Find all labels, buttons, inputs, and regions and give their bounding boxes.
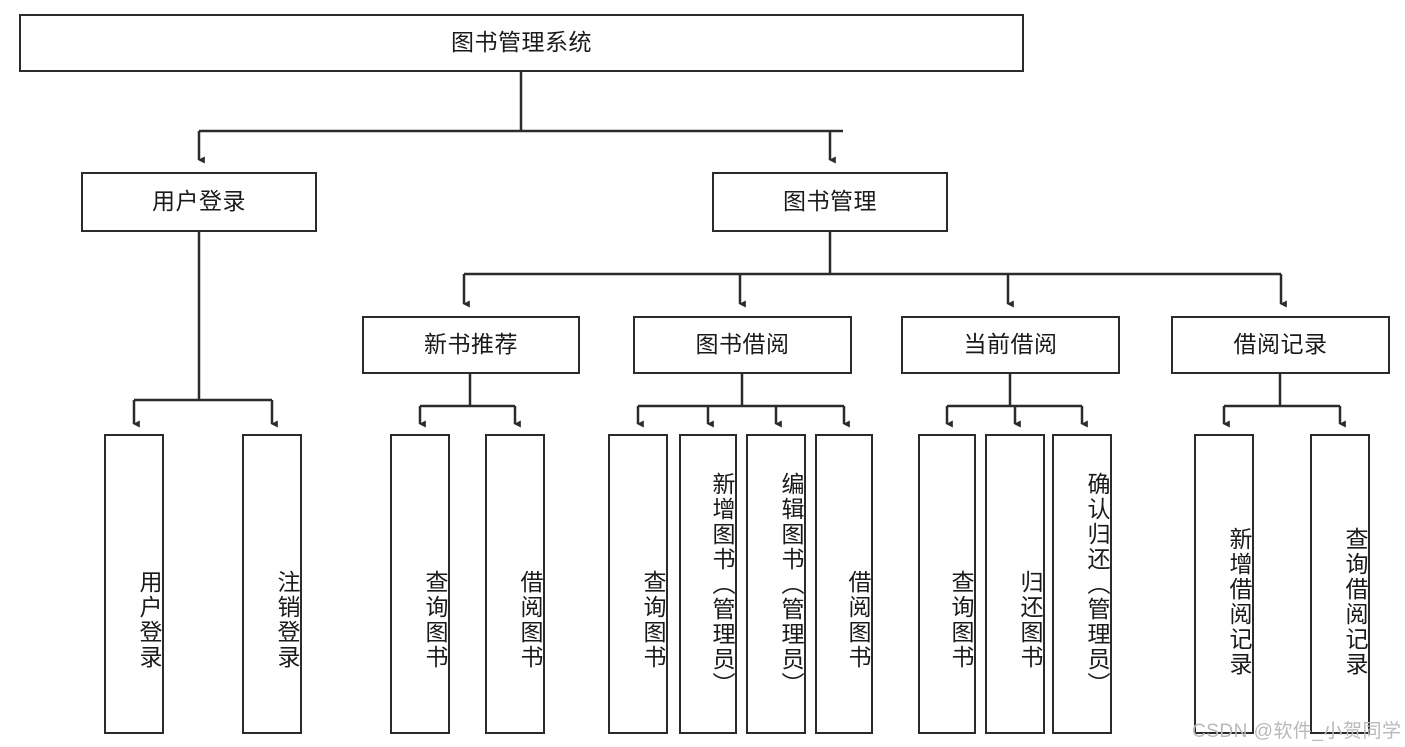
node-book-borrow-label: 图书借阅 <box>695 331 790 358</box>
leaf-return-book-label: 归还图书 <box>1017 570 1043 670</box>
leaf-edit-book-admin-label: 编辑图书（管理员） <box>778 471 804 697</box>
leaf-add-borrow-record-label: 新增借阅记录 <box>1226 527 1252 677</box>
leaf-return-book[interactable]: 归还图书 <box>985 434 1045 734</box>
leaf-borrow-book-bor-label: 借阅图书 <box>845 570 871 670</box>
leaf-add-book-admin[interactable]: 新增图书（管理员） <box>679 434 737 734</box>
node-user-login-label: 用户登录 <box>152 188 246 215</box>
leaf-add-borrow-record[interactable]: 新增借阅记录 <box>1194 434 1254 734</box>
leaf-query-book-bor-label: 查询图书 <box>640 570 666 670</box>
leaf-add-book-admin-label: 新增图书（管理员） <box>709 471 735 697</box>
leaf-query-borrow-record[interactable]: 查询借阅记录 <box>1310 434 1370 734</box>
leaf-borrow-book-rec[interactable]: 借阅图书 <box>485 434 545 734</box>
node-new-book-recommend[interactable]: 新书推荐 <box>362 316 580 374</box>
node-user-login[interactable]: 用户登录 <box>81 172 317 232</box>
leaf-query-book-rec-label: 查询图书 <box>422 570 448 670</box>
leaf-edit-book-admin[interactable]: 编辑图书（管理员） <box>746 434 806 734</box>
node-new-book-recommend-label: 新书推荐 <box>424 331 518 358</box>
node-root[interactable]: 图书管理系统 <box>19 14 1024 72</box>
leaf-query-borrow-record-label: 查询借阅记录 <box>1342 527 1368 677</box>
node-book-manage-label: 图书管理 <box>783 188 877 215</box>
watermark: CSDN @软件_小贺同学 <box>1192 721 1402 742</box>
leaf-query-book-rec[interactable]: 查询图书 <box>390 434 450 734</box>
leaf-user-login-label: 用户登录 <box>136 570 162 670</box>
node-current-borrow-label: 当前借阅 <box>963 331 1058 358</box>
node-book-manage[interactable]: 图书管理 <box>712 172 948 232</box>
leaf-logout-login-label: 注销登录 <box>274 570 300 670</box>
node-root-label: 图书管理系统 <box>451 29 592 56</box>
leaf-logout-login[interactable]: 注销登录 <box>242 434 302 734</box>
leaf-user-login[interactable]: 用户登录 <box>104 434 164 734</box>
node-borrow-record-label: 借阅记录 <box>1233 331 1328 358</box>
leaf-query-book-bor[interactable]: 查询图书 <box>608 434 668 734</box>
node-borrow-record[interactable]: 借阅记录 <box>1171 316 1390 374</box>
leaf-query-book-cur[interactable]: 查询图书 <box>918 434 976 734</box>
leaf-query-book-cur-label: 查询图书 <box>948 570 974 670</box>
node-current-borrow[interactable]: 当前借阅 <box>901 316 1120 374</box>
node-book-borrow[interactable]: 图书借阅 <box>633 316 852 374</box>
leaf-borrow-book-bor[interactable]: 借阅图书 <box>815 434 873 734</box>
leaf-borrow-book-rec-label: 借阅图书 <box>517 570 543 670</box>
leaf-confirm-return-admin-label: 确认归还（管理员） <box>1084 471 1110 697</box>
leaf-confirm-return-admin[interactable]: 确认归还（管理员） <box>1052 434 1112 734</box>
